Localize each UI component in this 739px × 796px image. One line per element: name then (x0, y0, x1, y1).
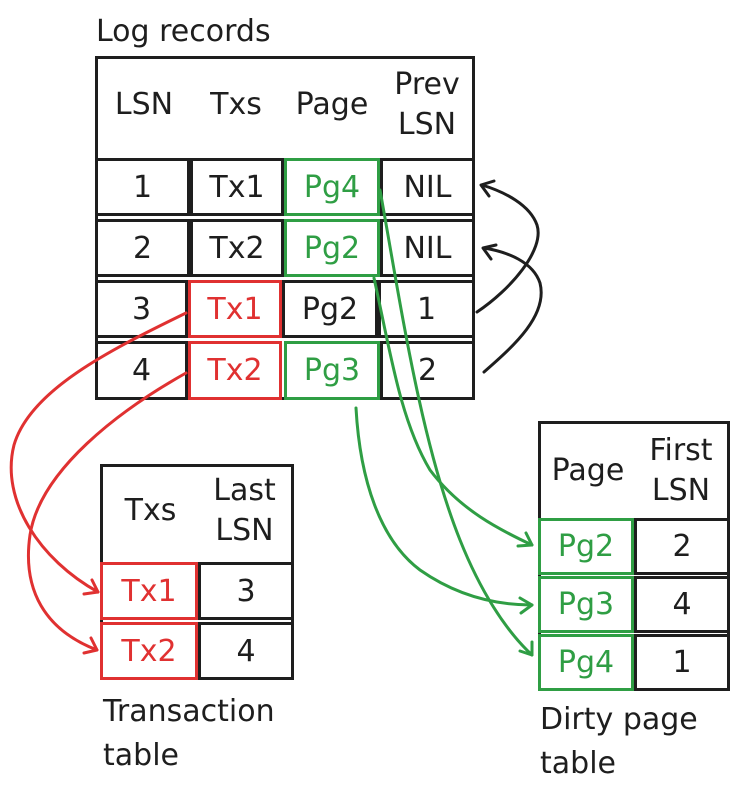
transaction-table-caption-line1: Transaction (103, 694, 275, 729)
log-row-4-page: Pg3 (284, 341, 380, 400)
prev-lsn-arrow-head-4-to-2 (481, 243, 498, 261)
dpt-row-2-first-lsn: 4 (634, 576, 730, 633)
pg3-to-dirty-page-table-arrow (354, 406, 534, 607)
dirty-page-table-caption-line2: table (540, 746, 616, 781)
tx-row-1-tx: Tx1 (100, 562, 198, 620)
dpt-row-3-page: Pg4 (538, 634, 634, 691)
log-row-3-page: Pg2 (282, 280, 378, 338)
log-row-2-prev-lsn: NIL (380, 219, 475, 277)
log-header-page: Page (295, 87, 369, 122)
log-row-1-lsn: 1 (95, 158, 190, 216)
log-row-4-tx: Tx2 (188, 341, 282, 400)
tx2-arrow-head (82, 636, 99, 655)
log-records-title: Log records (96, 14, 271, 49)
log-header-prev-lsn: Prev LSN (394, 67, 460, 142)
pg2-to-dirty-page-table-arrow (372, 276, 534, 547)
tx-row-2-last-lsn: 4 (198, 622, 294, 680)
pg4-arrow-head (518, 640, 534, 657)
log-row-4-prev-lsn: 2 (380, 341, 475, 400)
dpt-header-page: Page (551, 453, 625, 488)
dpt-row-1-page: Pg2 (538, 518, 634, 575)
tx-row-2-tx: Tx2 (100, 622, 198, 680)
log-row-1-page: Pg4 (284, 158, 380, 216)
prev-lsn-arrow-3-to-1 (475, 183, 540, 314)
tx-header-txs: Txs (124, 493, 177, 528)
log-row-2-lsn: 2 (95, 219, 190, 277)
tx-row-1-last-lsn: 3 (198, 562, 294, 620)
log-header-lsn: LSN (114, 87, 174, 122)
log-row-2-page: Pg2 (284, 219, 380, 277)
pg3-arrow-head (518, 596, 534, 615)
prev-lsn-arrow-4-to-2 (482, 246, 543, 374)
dpt-row-2-page: Pg3 (538, 576, 634, 633)
pg2-arrow-head (516, 531, 534, 548)
dpt-row-3-first-lsn: 1 (634, 634, 730, 691)
dpt-row-1-first-lsn: 2 (634, 518, 730, 575)
log-header-txs: Txs (210, 87, 262, 122)
log-row-3-tx: Tx1 (188, 280, 282, 338)
dirty-page-table-caption-line1: Dirty page (540, 702, 698, 737)
dpt-header-first-lsn: First LSN (649, 433, 713, 508)
log-row-3-lsn: 3 (95, 280, 188, 338)
log-row-2-tx: Tx2 (190, 219, 284, 277)
tx-header-last-lsn: Last LSN (213, 473, 276, 548)
prev-lsn-arrow-head-3-to-1 (479, 179, 496, 198)
pg4-to-dirty-page-table-arrow (378, 188, 534, 657)
transaction-table-caption-line2: table (103, 738, 179, 773)
log-row-4-lsn: 4 (95, 341, 188, 400)
log-row-1-prev-lsn: NIL (380, 158, 475, 216)
tx1-arrow-head (82, 578, 100, 596)
tx1-to-transaction-table-arrow (9, 311, 188, 594)
log-row-1-tx: Tx1 (190, 158, 284, 216)
tx2-to-transaction-table-arrow (27, 371, 188, 652)
